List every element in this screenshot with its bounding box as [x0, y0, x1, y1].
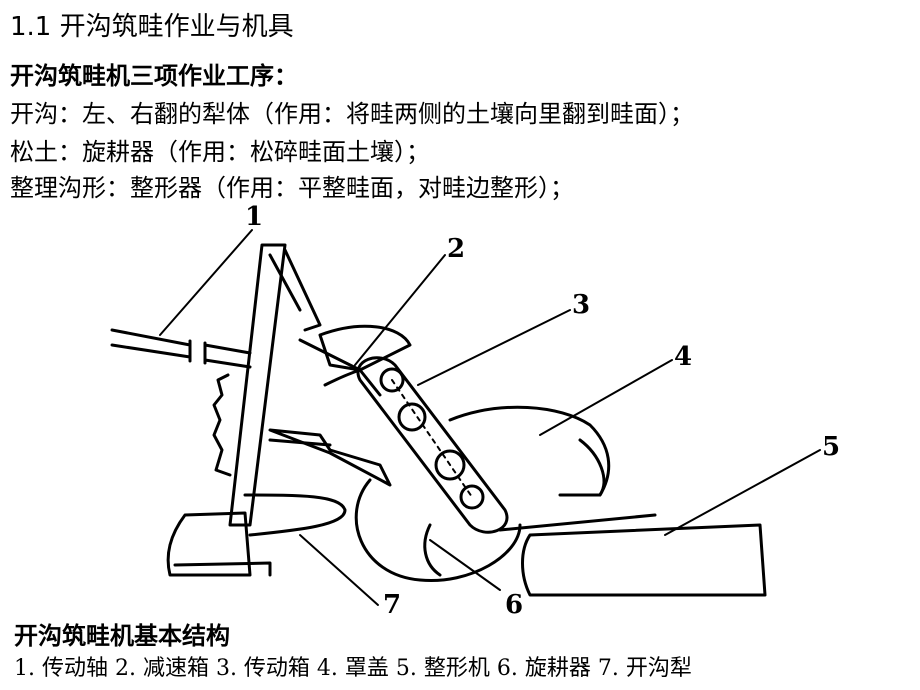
label-5: 5	[822, 432, 840, 462]
shaper	[498, 513, 767, 597]
label-7: 7	[383, 590, 401, 615]
transmission-box	[356, 356, 509, 534]
label-3: 3	[572, 290, 590, 320]
ditching-plough	[166, 493, 347, 577]
machine-structure-diagram: 1 2 3 4 5 6 7	[110, 202, 840, 615]
process-line-ditching: 开沟：左、右翻的犁体（作用：将畦两侧的土壤向里翻到畦面）；	[10, 100, 694, 128]
figure-caption: 开沟筑畦机基本结构	[14, 622, 230, 650]
label-6: 6	[505, 590, 523, 615]
label-4: 4	[674, 342, 692, 372]
slide-title: 1.1 开沟筑畦作业与机具	[10, 12, 294, 42]
label-1: 1	[245, 202, 263, 232]
drive-shaft	[110, 328, 252, 369]
rotary-tiller	[354, 478, 522, 583]
section-heading: 开沟筑畦机三项作业工序：	[10, 62, 298, 90]
hood	[448, 405, 611, 497]
process-line-loosening: 松土：旋耕器（作用：松碎畦面土壤）；	[10, 138, 430, 166]
figure-legend: 1. 传动轴 2. 减速箱 3. 传动箱 4. 罩盖 5. 整形机 6. 旋耕器…	[14, 656, 692, 681]
process-line-shaping: 整理沟形：整形器（作用：平整畦面，对畦边整形）；	[10, 174, 574, 202]
gearbox	[298, 324, 412, 397]
label-2: 2	[447, 234, 465, 264]
main-frame	[212, 243, 322, 527]
